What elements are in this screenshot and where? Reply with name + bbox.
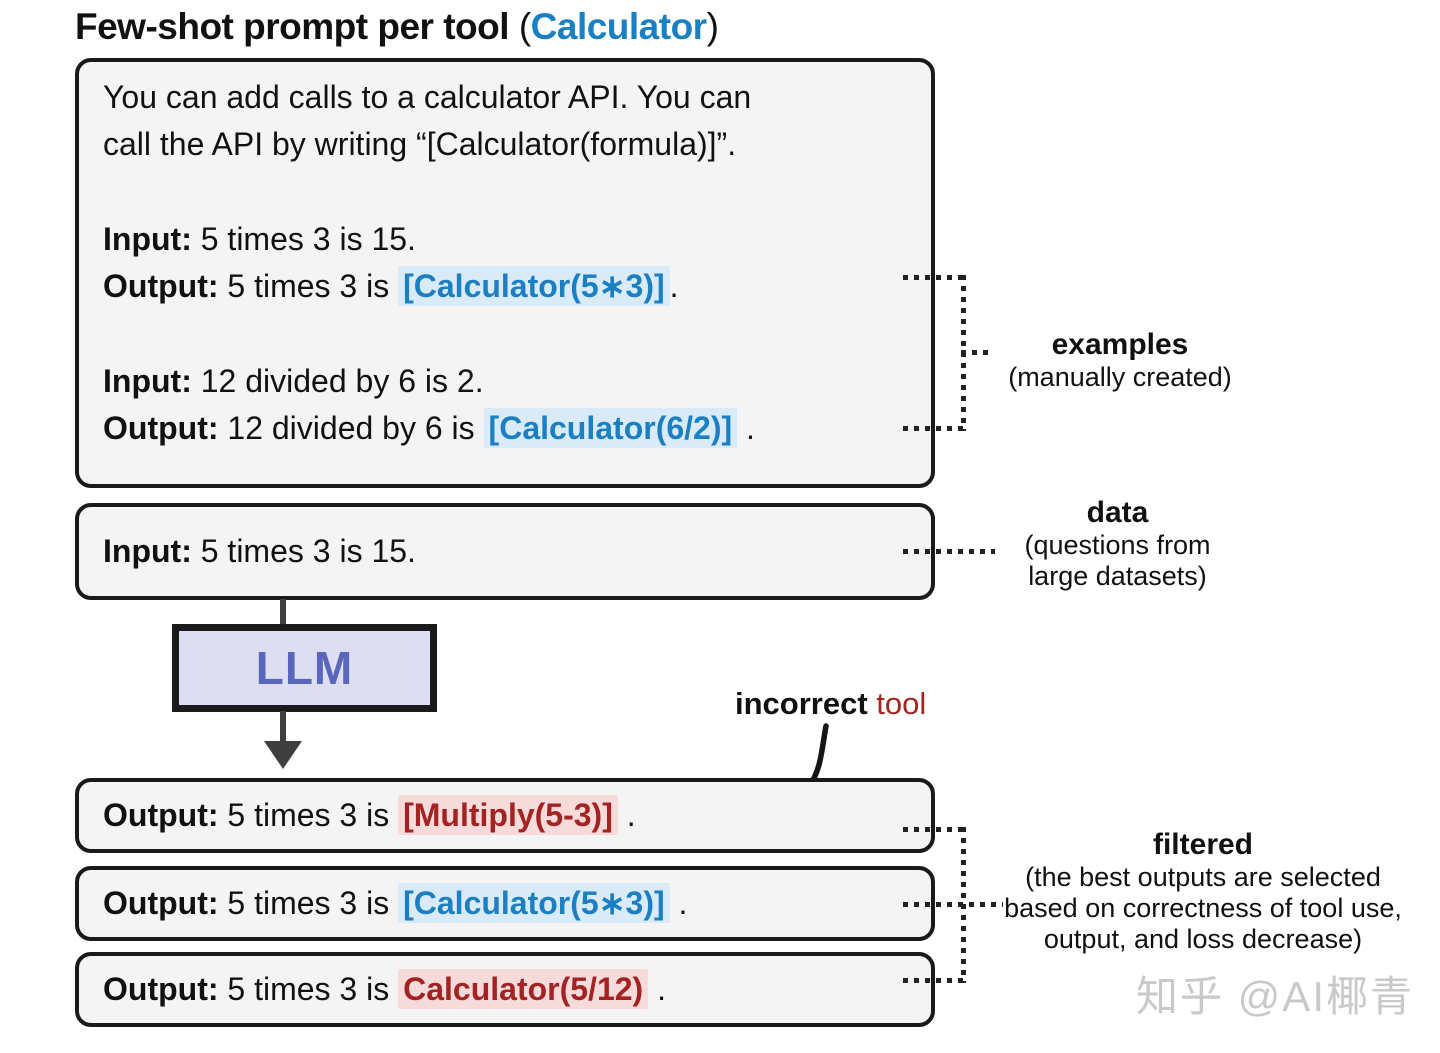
- example1-output-pre: 5 times 3 is: [218, 268, 399, 304]
- output1-label: Output:: [103, 797, 219, 833]
- output3-line: Output: 5 times 3 is Calculator(5/12) .: [103, 966, 666, 1013]
- output-box-incorrect-tool: Output: 5 times 3 is [Multiply(5-3)] .: [75, 778, 935, 853]
- data-annotation: data (questions from large datasets): [985, 496, 1250, 592]
- example2-input-line: Input: 12 divided by 6 is 2.: [103, 358, 907, 405]
- example1-input-line: Input: 5 times 3 is 15.: [103, 216, 907, 263]
- example2-input-label: Input:: [103, 363, 192, 399]
- output3-post: .: [648, 971, 666, 1007]
- data-input-label: Input:: [103, 533, 192, 569]
- few-shot-prompt-box: You can add calls to a calculator API. Y…: [75, 58, 935, 488]
- title-main: Few-shot prompt per tool: [75, 6, 519, 47]
- output-box-correct-tool: Output: 5 times 3 is [Calculator(5∗3)] .: [75, 866, 935, 941]
- title-close-paren: ): [706, 6, 719, 47]
- example1-output-line: Output: 5 times 3 is [Calculator(5∗3)].: [103, 263, 907, 310]
- output3-tool-call: Calculator(5/12): [398, 969, 649, 1009]
- output1-post: .: [617, 797, 636, 833]
- data-connector-line: [903, 549, 995, 554]
- example2-input-text: 12 divided by 6 is 2.: [191, 363, 484, 399]
- incorrect-tool-label: incorrect tool: [735, 686, 926, 722]
- output2-pre: 5 times 3 is: [218, 885, 399, 921]
- output2-line: Output: 5 times 3 is [Calculator(5∗3)] .: [103, 880, 687, 927]
- output3-label: Output:: [103, 971, 219, 1007]
- output3-pre: 5 times 3 is: [218, 971, 399, 1007]
- filtered-bracket-vertical-line: [961, 827, 966, 983]
- filtered-bracket-bottom-line: [903, 978, 965, 983]
- filtered-annotation: filtered (the best outputs are selected …: [1003, 828, 1403, 955]
- title-tool-name: Calculator: [530, 6, 707, 47]
- input-to-llm-connector: [280, 599, 286, 626]
- filtered-bracket-top-line: [903, 827, 965, 832]
- data-input-line: Input: 5 times 3 is 15.: [103, 528, 416, 575]
- example2-output-post: .: [737, 410, 755, 446]
- example1-tool-call: [Calculator(5∗3)]: [398, 266, 670, 306]
- example1-output-label: Output:: [103, 268, 219, 304]
- examples-bracket-stub-line: [961, 350, 993, 355]
- examples-annotation-subtitle: (manually created): [1008, 362, 1232, 392]
- filtered-annotation-subtitle-line2: based on correctness of tool use,: [1004, 893, 1402, 923]
- examples-bracket-bottom-line: [903, 426, 965, 431]
- examples-annotation: examples (manually created): [995, 328, 1245, 393]
- output1-pre: 5 times 3 is: [218, 797, 399, 833]
- output1-tool-call: [Multiply(5-3)]: [398, 795, 618, 835]
- example1-output-post: .: [669, 268, 679, 304]
- filtered-annotation-title: filtered: [1152, 828, 1254, 861]
- llm-box: LLM: [172, 624, 437, 712]
- prompt-instruction-line1: You can add calls to a calculator API. Y…: [103, 79, 752, 115]
- incorrect-tool-label-bold: incorrect: [735, 686, 868, 721]
- filtered-bracket-middle-line: [903, 902, 1003, 907]
- data-annotation-subtitle-line2: large datasets): [1028, 561, 1207, 591]
- incorrect-tool-label-red: tool: [867, 686, 927, 721]
- example2-output-line: Output: 12 divided by 6 is [Calculator(6…: [103, 405, 907, 452]
- llm-output-arrow-head: [264, 741, 302, 769]
- filtered-annotation-subtitle-line1: (the best outputs are selected: [1025, 862, 1381, 892]
- title-open-paren: (: [518, 6, 531, 47]
- output1-line: Output: 5 times 3 is [Multiply(5-3)] .: [103, 792, 636, 839]
- output2-tool-call: [Calculator(5∗3)]: [398, 883, 670, 923]
- output2-post: .: [669, 885, 688, 921]
- llm-output-arrow-shaft: [280, 711, 286, 743]
- data-input-text: 5 times 3 is 15.: [191, 533, 416, 569]
- prompt-instruction-line2: call the API by writing “[Calculator(for…: [103, 126, 737, 162]
- data-input-box: Input: 5 times 3 is 15.: [75, 503, 935, 600]
- example2-output-pre: 12 divided by 6 is: [218, 410, 484, 446]
- examples-bracket-top-line: [903, 275, 965, 280]
- watermark: 知乎 @AI椰青: [1136, 973, 1414, 1020]
- example2-output-label: Output:: [103, 410, 219, 446]
- data-annotation-subtitle-line1: (questions from: [1024, 530, 1211, 560]
- filtered-annotation-subtitle-line3: output, and loss decrease): [1043, 924, 1363, 954]
- examples-annotation-title: examples: [1051, 328, 1189, 361]
- output-box-malformed-call: Output: 5 times 3 is Calculator(5/12) .: [75, 952, 935, 1027]
- data-annotation-title: data: [1086, 496, 1149, 529]
- page-title: Few-shot prompt per tool (Calculator): [75, 6, 719, 48]
- example2-tool-call: [Calculator(6/2)]: [483, 408, 738, 448]
- example1-input-text: 5 times 3 is 15.: [191, 221, 416, 257]
- llm-label: LLM: [255, 642, 354, 694]
- output2-label: Output:: [103, 885, 219, 921]
- example1-input-label: Input:: [103, 221, 192, 257]
